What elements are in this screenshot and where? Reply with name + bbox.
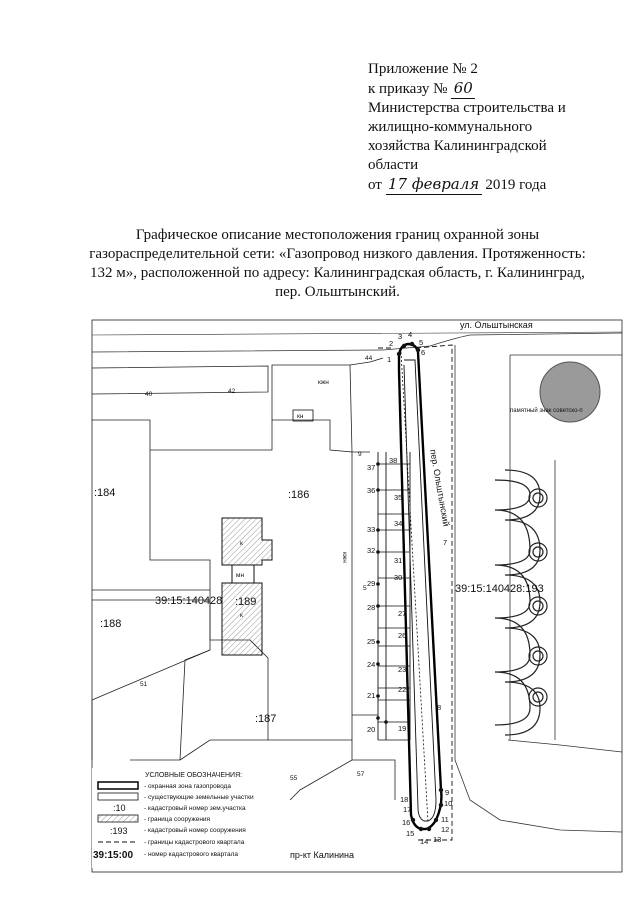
parcel-186: :186 bbox=[288, 489, 309, 501]
svg-text:11: 11 bbox=[441, 815, 449, 824]
appendix-label: Приложение № 2 bbox=[368, 61, 478, 77]
svg-text:кжн: кжн bbox=[318, 379, 329, 386]
svg-text:2: 2 bbox=[389, 339, 393, 348]
street-olshtynskaya bbox=[91, 331, 623, 353]
point-labels: 2 3 4 5 6 1 7 8 9 10 11 12 13 14 15 16 1… bbox=[367, 330, 452, 846]
svg-text:33: 33 bbox=[367, 525, 375, 534]
street-label-olshtynskaya: ул. Ольштынская bbox=[460, 320, 533, 330]
svg-text::193: :193 bbox=[110, 826, 128, 836]
svg-text:28: 28 bbox=[367, 603, 375, 612]
order-number: 60 bbox=[451, 79, 476, 99]
parcel-184: :184 bbox=[94, 487, 115, 499]
square-right bbox=[454, 345, 623, 833]
parcel-188: :188 bbox=[100, 618, 121, 630]
svg-text:- границы кадастрового квартал: - границы кадастрового квартала bbox=[144, 839, 245, 846]
svg-text:42: 42 bbox=[228, 388, 236, 395]
quarter-number: 39:15:140428 bbox=[155, 595, 222, 607]
order-date: 17 февраля bbox=[385, 175, 482, 195]
ministry-line-4: области bbox=[368, 157, 419, 173]
svg-text:30: 30 bbox=[394, 573, 402, 582]
monument-label: памятный знак советско-п bbox=[510, 407, 583, 414]
svg-text:- существующие земельные участ: - существующие земельные участки bbox=[144, 794, 254, 801]
svg-text:- номер кадастрового квартала: - номер кадастрового квартала bbox=[144, 851, 238, 858]
svg-text:25: 25 bbox=[367, 637, 375, 646]
svg-text:8: 8 bbox=[437, 703, 441, 712]
structure-number: 39:15:140428:193 bbox=[455, 583, 544, 595]
ministry-line-3: хозяйства Калининградской bbox=[368, 138, 547, 154]
svg-text:44: 44 bbox=[365, 355, 373, 362]
svg-text:к: к bbox=[240, 540, 243, 547]
svg-text:3: 3 bbox=[398, 332, 402, 341]
gas-pipeline bbox=[400, 351, 429, 823]
svg-text:4: 4 bbox=[408, 330, 412, 339]
order-header: Приложение № 2 к приказу № 60 Министерст… bbox=[368, 60, 618, 195]
svg-text:9: 9 bbox=[358, 451, 362, 458]
svg-text:17: 17 bbox=[403, 805, 411, 814]
svg-text:5: 5 bbox=[419, 338, 423, 347]
order-number-line: к приказу № 60 bbox=[368, 79, 618, 99]
svg-text:19: 19 bbox=[398, 724, 406, 733]
ministry-line-2: жилищно-коммунального bbox=[368, 119, 533, 135]
svg-text:6: 6 bbox=[421, 348, 425, 357]
svg-text:9: 9 bbox=[445, 788, 449, 797]
svg-text:16: 16 bbox=[402, 818, 410, 827]
street-label-pereulok: пер. Ольштынский bbox=[428, 449, 451, 528]
svg-text:20: 20 bbox=[367, 725, 375, 734]
legend: УСЛОВНЫЕ ОБОЗНАЧЕНИЯ: - охранная зона га… bbox=[92, 768, 277, 868]
ministry-line-1: Министерства строительства и bbox=[368, 100, 566, 116]
street-label-kalinina: пр-кт Калинина bbox=[290, 850, 354, 860]
parking-stalls bbox=[376, 452, 411, 741]
map-frame bbox=[91, 319, 623, 873]
svg-text:- охранная зона газопровода: - охранная зона газопровода bbox=[144, 783, 231, 790]
svg-text:15: 15 bbox=[406, 829, 414, 838]
legend-title: УСЛОВНЫЕ ОБОЗНАЧЕНИЯ: bbox=[145, 772, 242, 779]
svg-text:55: 55 bbox=[290, 775, 298, 782]
svg-text:29: 29 bbox=[367, 579, 375, 588]
svg-text:14: 14 bbox=[420, 837, 428, 846]
svg-text:10: 10 bbox=[444, 799, 452, 808]
svg-text:кн: кн bbox=[297, 413, 304, 420]
svg-text:51: 51 bbox=[140, 681, 148, 688]
svg-text:13: 13 bbox=[433, 835, 441, 844]
quarter-boundary bbox=[378, 344, 453, 841]
svg-text:36: 36 bbox=[367, 486, 375, 495]
svg-text:22: 22 bbox=[398, 685, 406, 694]
svg-text:31: 31 bbox=[394, 556, 402, 565]
svg-text:32: 32 bbox=[367, 546, 375, 555]
protection-zone bbox=[396, 341, 444, 832]
parcel-187: :187 bbox=[255, 713, 276, 725]
svg-text:34: 34 bbox=[394, 519, 402, 528]
svg-text:7: 7 bbox=[443, 538, 447, 547]
svg-text:35: 35 bbox=[394, 493, 402, 502]
svg-text:к: к bbox=[240, 612, 243, 619]
svg-text:27: 27 bbox=[398, 609, 406, 618]
svg-text:40: 40 bbox=[145, 391, 153, 398]
document-title: Графическое описание местоположения гран… bbox=[89, 227, 586, 300]
svg-text:18: 18 bbox=[400, 795, 408, 804]
parcel-189: :189 bbox=[235, 596, 256, 608]
order-date-line: от 17 февраля 2019 года bbox=[368, 175, 547, 195]
buildings bbox=[221, 409, 314, 656]
svg-text:38: 38 bbox=[389, 456, 397, 465]
svg-text:- кадастровый номер зем.участк: - кадастровый номер зем.участка bbox=[144, 804, 246, 812]
svg-text:кжн: кжн bbox=[341, 552, 348, 563]
ring-icons bbox=[528, 488, 548, 707]
svg-text:26: 26 bbox=[398, 631, 406, 640]
svg-text:1: 1 bbox=[387, 355, 391, 364]
svg-text:24: 24 bbox=[367, 660, 375, 669]
svg-text:12: 12 bbox=[441, 825, 449, 834]
svg-text:39:15:00: 39:15:00 bbox=[93, 850, 133, 861]
svg-text:23: 23 bbox=[398, 665, 406, 674]
svg-text:- кадастровый номер сооружения: - кадастровый номер сооружения bbox=[144, 826, 246, 834]
svg-text:- граница сооружения: - граница сооружения bbox=[144, 816, 211, 823]
svg-text:37: 37 bbox=[367, 463, 375, 472]
parcels-left bbox=[91, 357, 396, 801]
svg-text:мн: мн bbox=[236, 572, 244, 579]
svg-text:5: 5 bbox=[363, 585, 367, 592]
svg-text::10: :10 bbox=[113, 803, 126, 813]
svg-text:57: 57 bbox=[357, 771, 365, 778]
svg-text:21: 21 bbox=[367, 691, 375, 700]
monument-icon bbox=[539, 361, 601, 423]
